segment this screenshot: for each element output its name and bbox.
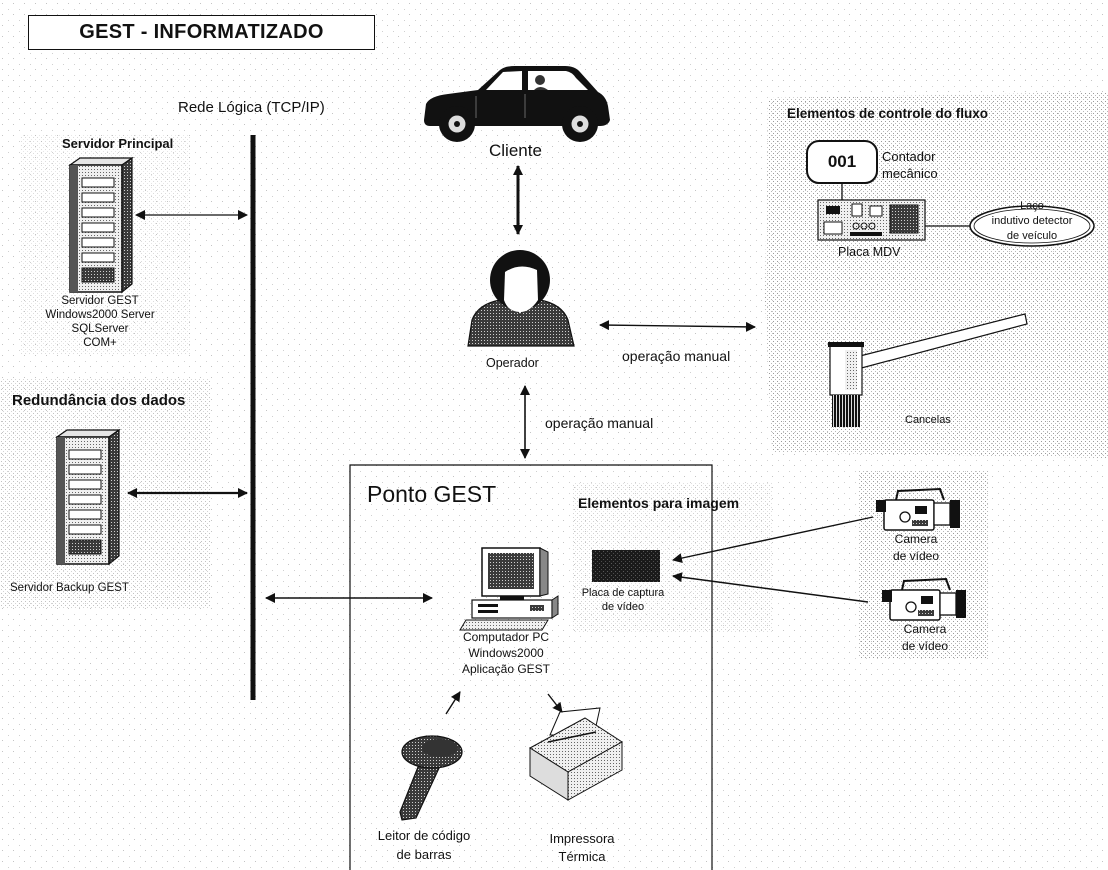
ponto-gest-title: Ponto GEST <box>367 481 497 507</box>
server-tower-icon <box>69 157 133 293</box>
caption-line: COM+ <box>83 337 117 349</box>
imaging-heading: Elementos para imagem <box>578 495 740 511</box>
counter-value: 001 <box>827 152 857 171</box>
caption-line: Aplicação GEST <box>461 662 551 676</box>
caption-line: Térmica <box>558 849 606 864</box>
caption-line: de vídeo <box>601 601 645 613</box>
operator-flow-arrow <box>599 320 756 332</box>
gate-label: Cancelas <box>905 414 951 426</box>
camera2-capture-arrow <box>672 572 869 603</box>
barcode-scanner-icon <box>399 735 463 821</box>
camera-caption: Camera de vídeo <box>876 531 956 565</box>
barrier-gate-icon <box>828 313 1028 427</box>
car-icon <box>424 66 610 142</box>
backup-server-caption: Servidor Backup GEST <box>10 582 129 594</box>
operator-label: Operador <box>486 356 539 370</box>
camera1-capture-arrow <box>672 516 874 563</box>
page-title: GEST - INFORMATIZADO <box>28 15 375 50</box>
network-label: Rede Lógica (TCP/IP) <box>178 99 325 116</box>
server-tower-icon <box>56 429 120 565</box>
caption-line: Windows2000 Server <box>45 309 155 321</box>
caption-line: Camera <box>903 622 947 636</box>
caption-line: de vídeo <box>892 549 940 563</box>
circuit-board-icon <box>817 199 926 241</box>
printer-caption: Impressora Térmica <box>522 830 642 866</box>
desktop-computer-icon <box>459 547 559 631</box>
manual-operation-label: operação manual <box>545 415 654 431</box>
flow-control-heading: Elementos de controle do fluxo <box>787 106 989 121</box>
caption-line: de veículo <box>1006 230 1058 242</box>
caption-line: Camera <box>894 532 938 546</box>
caption-line: Computador PC <box>462 630 550 644</box>
caption-line: Servidor GEST <box>61 295 139 307</box>
capture-card-caption: Placa de captura de vídeo <box>572 586 674 614</box>
thermal-printer-icon <box>529 707 623 801</box>
caption-line: Leitor de código <box>377 828 471 843</box>
manual-operation-label: operação manual <box>622 348 731 364</box>
caption-line: de barras <box>396 847 452 862</box>
caption-line: indutivo detector <box>991 215 1073 227</box>
main-server-caption: Servidor GEST Windows2000 Server SQLServ… <box>30 294 170 350</box>
client-label: Cliente <box>489 141 542 160</box>
caption-line: de vídeo <box>901 639 949 653</box>
caption-line: Placa de captura <box>581 587 665 599</box>
caption-line: Windows2000 <box>468 646 544 660</box>
computer-caption: Computador PC Windows2000 Aplicação GEST <box>446 629 566 677</box>
caption-line: mecânico <box>882 166 938 181</box>
caption-line: Laço <box>1020 200 1044 212</box>
main-server-heading: Servidor Principal <box>62 136 174 151</box>
capture-card-icon <box>592 550 660 582</box>
caption-line: SQLServer <box>71 323 129 335</box>
operator-person-icon <box>467 250 575 347</box>
caption-line: Impressora <box>549 831 615 846</box>
pc-printer-arrow <box>547 693 563 713</box>
backup-heading: Redundância dos dados <box>12 392 186 409</box>
camera-caption: Camera de vídeo <box>884 621 966 655</box>
barcode-reader-caption: Leitor de código de barras <box>364 826 484 864</box>
board-label: Placa MDV <box>838 245 901 259</box>
barcode-pc-arrow <box>445 691 461 715</box>
caption-line: Contador <box>882 149 936 164</box>
loop-detector-caption: Laço indutivo detector de veículo <box>967 199 1097 244</box>
ponto-gest-frame <box>349 464 713 870</box>
counter-caption: Contador mecânico <box>882 148 938 182</box>
